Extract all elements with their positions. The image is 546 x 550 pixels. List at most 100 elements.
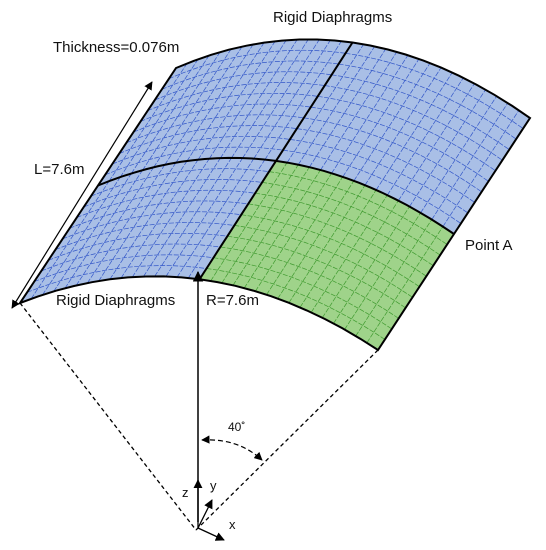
back-left-mesh-line — [209, 40, 287, 159]
front-right-fill — [199, 160, 454, 350]
front-left-mesh-line — [188, 159, 266, 279]
back-left-mesh-line — [253, 40, 331, 159]
radius-label: R=7.6m — [206, 292, 259, 309]
back-left-mesh-line — [220, 39, 298, 159]
back-left-fill — [98, 39, 353, 186]
radial-dashed-left — [19, 302, 197, 531]
back-right-mesh-line — [375, 72, 453, 191]
back-left-mesh-line — [133, 103, 311, 133]
top-diaphragm-label: Rigid Diaphragms — [273, 9, 392, 26]
back-right-mesh-line — [289, 139, 468, 214]
front-right-mesh-line — [366, 226, 444, 343]
front-right-mesh-line — [299, 189, 377, 308]
front-left-mesh-line — [90, 168, 270, 197]
back-left-mesh-line — [140, 92, 318, 122]
front-right-mesh-line — [266, 176, 344, 295]
axis-x-line — [197, 527, 225, 541]
circumferential-divider — [97, 156, 455, 235]
back-right-mesh-line — [331, 55, 409, 174]
back-left-mesh-line — [168, 49, 346, 80]
front-right-mesh-line — [243, 169, 321, 289]
front-right-mesh-line — [288, 185, 366, 303]
front-right-mesh-line — [333, 206, 410, 324]
back-left-mesh-line — [231, 39, 309, 159]
front-right-mesh-line — [277, 180, 355, 299]
back-right-mesh-line — [324, 85, 503, 161]
front-right-mesh-line — [268, 171, 448, 245]
back-left-mesh-line — [161, 60, 339, 90]
front-right-mesh-line — [248, 203, 427, 277]
back-right-mesh-line — [309, 48, 386, 168]
back-left-mesh-line — [142, 52, 221, 171]
back-right-mesh-line — [442, 110, 520, 227]
angle-arc — [201, 435, 263, 461]
radial-dashed-right — [195, 349, 379, 531]
shell-quadrant-back-right — [276, 42, 530, 234]
front-left-mesh-line — [154, 157, 232, 277]
back-right-mesh-line — [310, 106, 489, 182]
back-left-mesh-line — [154, 71, 332, 101]
back-left-mesh-line — [197, 41, 276, 160]
back-right-fill — [276, 42, 530, 234]
front-right-mesh-line — [227, 235, 406, 309]
back-right-mesh-line — [364, 67, 442, 186]
coordinate-axes — [193, 479, 225, 541]
front-right-mesh-line — [213, 257, 392, 330]
back-left-mesh-line — [119, 125, 297, 154]
front-right-mesh-line — [255, 192, 434, 266]
back-right-mesh-line — [409, 89, 486, 207]
front-right-mesh-line — [206, 268, 386, 340]
back-right-mesh-line — [282, 149, 462, 224]
back-right-mesh-line — [345, 52, 524, 129]
front-right-mesh-line — [221, 164, 299, 284]
back-left-mesh-line — [147, 82, 325, 112]
front-right-mesh-line — [310, 194, 388, 313]
front-right-mesh-line — [232, 166, 310, 286]
back-right-mesh-line — [296, 128, 475, 203]
length-label: L=7.6m — [34, 161, 84, 178]
front-left-mesh-line — [83, 179, 263, 208]
back-left-mesh-line — [164, 46, 243, 165]
back-right-mesh-line — [320, 51, 398, 171]
length-dimension-arrow — [11, 81, 153, 309]
shell-quadrant-front-right — [199, 160, 454, 350]
angle-label: 40˚ — [228, 420, 245, 434]
front-left-mesh-line — [76, 189, 256, 218]
front-left-mesh-line — [165, 157, 243, 277]
front-right-mesh-line — [255, 173, 332, 292]
front-right-mesh-line — [262, 182, 441, 256]
back-right-mesh-line — [353, 62, 431, 181]
front-left-mesh-line — [143, 157, 221, 277]
shell-quadrant-back-left — [98, 39, 353, 186]
point-a-label: Point A — [465, 237, 513, 254]
back-left-mesh-line — [186, 42, 265, 162]
front-right-mesh-line — [210, 162, 288, 282]
back-right-mesh-line — [331, 74, 510, 150]
back-right-mesh-line — [303, 117, 482, 193]
thickness-label: Thickness=0.076m — [53, 39, 179, 56]
back-left-mesh-line — [175, 44, 254, 163]
axis-y-label: y — [210, 478, 217, 493]
back-right-mesh-line — [420, 96, 497, 213]
back-right-mesh-line — [298, 46, 375, 165]
front-right-mesh-line — [322, 200, 399, 318]
front-right-mesh-line — [344, 212, 421, 330]
back-left-mesh-line — [126, 114, 304, 144]
back-right-mesh-line — [387, 77, 464, 196]
front-right-mesh-line — [220, 246, 399, 319]
back-right-mesh-line — [398, 83, 475, 201]
back-left-mesh-line — [104, 146, 284, 176]
back-left-mesh-line — [112, 135, 290, 165]
back-left-mesh-line — [153, 49, 232, 168]
front-right-mesh-line — [234, 225, 413, 298]
axis-x-label: x — [229, 517, 236, 532]
front-left-mesh-line — [176, 158, 255, 278]
bottom-diaphragm-label: Rigid Diaphragms — [56, 292, 175, 309]
back-left-mesh-line — [264, 40, 342, 160]
back-right-mesh-line — [338, 63, 517, 140]
back-right-mesh-line — [431, 102, 509, 220]
front-left-mesh-line — [69, 200, 249, 229]
front-right-mesh-line — [241, 214, 420, 287]
back-right-mesh-line — [286, 44, 364, 163]
front-right-mesh-line — [355, 219, 433, 337]
